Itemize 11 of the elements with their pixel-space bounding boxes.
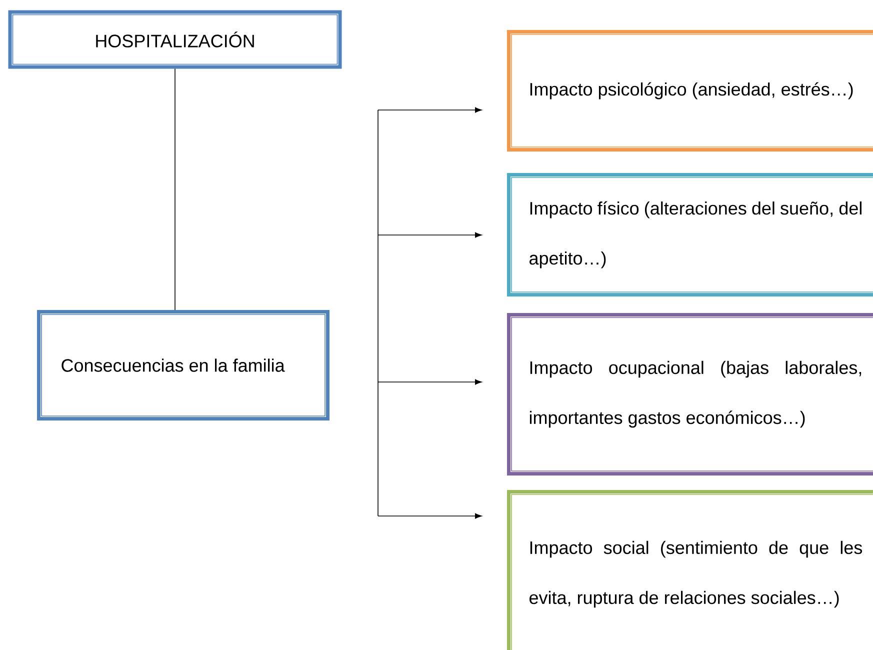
arrow <box>378 232 482 238</box>
text-box: Impacto social (sentimiento de que les evita, ruptura de relaciones sociales…) <box>507 490 873 650</box>
arrow <box>378 107 482 113</box>
text-box: Impacto ocupacional (bajas laborales, importantes gastos económicos…) <box>507 313 873 476</box>
arrow <box>378 513 482 519</box>
text-box: Consecuencias en la familia <box>37 310 330 420</box>
arrow <box>378 379 482 385</box>
text-box: Impacto psicológico (ansiedad, estrés…) <box>507 30 873 152</box>
title-box: HOSPITALIZACIÓN <box>8 10 342 69</box>
connector-line <box>174 68 176 310</box>
text-box: Impacto físico (alteraciones del sueño, del apetito…) <box>507 173 873 296</box>
